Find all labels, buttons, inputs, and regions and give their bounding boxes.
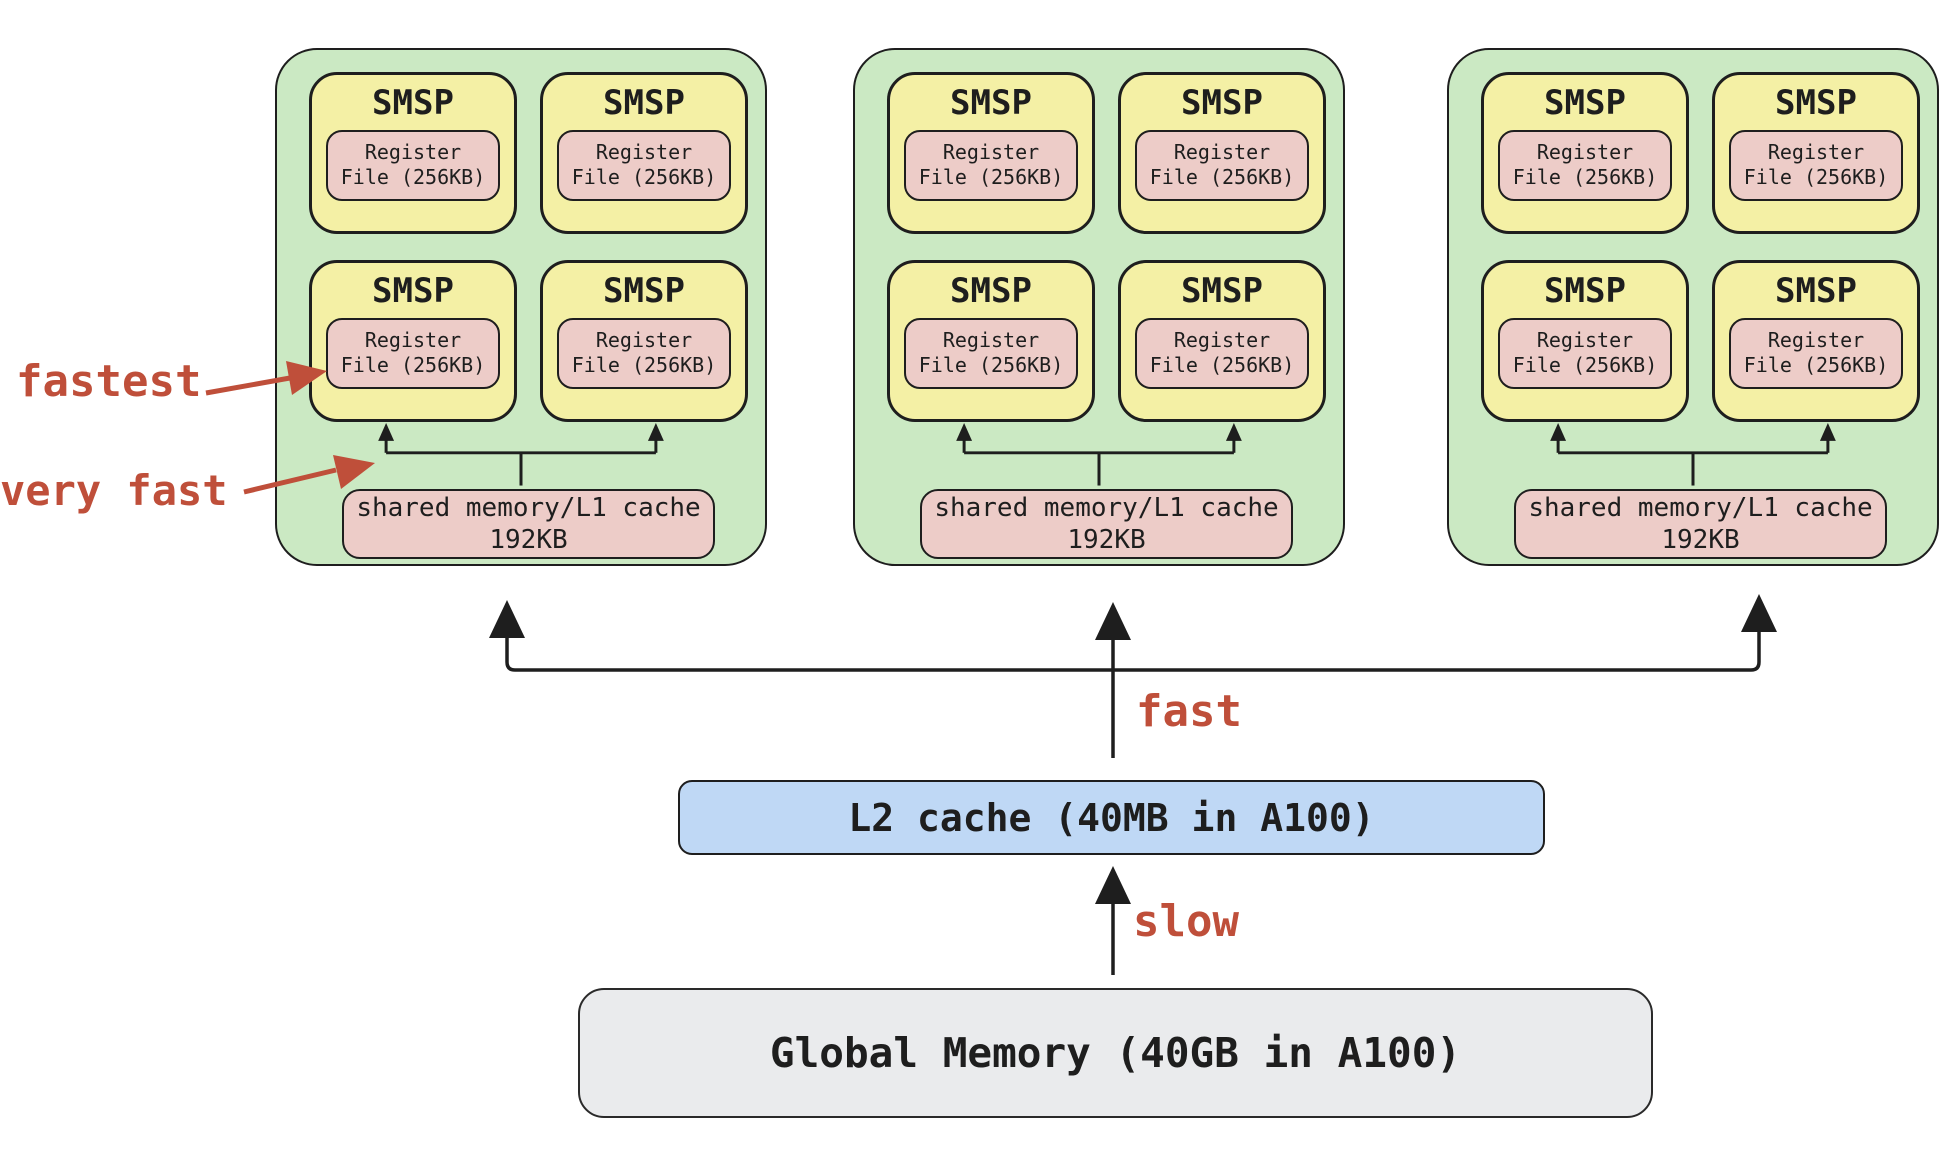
shared-memory-line2: 192KB (1067, 525, 1146, 555)
shared-memory-box: shared memory/L1 cache 192KB (920, 489, 1293, 559)
up-arrowhead-icon (1225, 423, 1242, 441)
shared-memory-line1: shared memory/L1 cache (934, 492, 1279, 523)
smsp-block: SMSP Register File (256KB) (1481, 72, 1689, 234)
register-file-box: Register File (256KB) (1135, 129, 1309, 201)
register-file-line1: Register (1767, 139, 1865, 164)
smsp-block: SMSP Register File (256KB) (887, 260, 1095, 422)
register-file-box: Register File (256KB) (326, 129, 500, 201)
smsp-block: SMSP Register File (256KB) (309, 72, 517, 234)
register-file-line2: File (256KB) (1512, 165, 1658, 190)
smsp-label: SMSP (372, 271, 454, 311)
smsp-block: SMSP Register File (256KB) (1118, 260, 1326, 422)
register-file-box: Register File (256KB) (1729, 129, 1903, 201)
register-file-line2: File (256KB) (918, 165, 1064, 190)
register-file-box: Register File (256KB) (1498, 129, 1672, 201)
smsp-label: SMSP (950, 83, 1032, 123)
register-file-line1: Register (1536, 327, 1634, 352)
shared-memory-line1: shared memory/L1 cache (1528, 492, 1873, 523)
sm-block: SMSP Register File (256KB) SMSP Register… (1447, 48, 1939, 566)
register-file-box: Register File (256KB) (557, 317, 731, 389)
shared-memory-box: shared memory/L1 cache 192KB (342, 489, 715, 559)
smsp-block: SMSP Register File (256KB) (540, 72, 748, 234)
annotation-very-fast: very fast (0, 466, 228, 515)
register-file-line1: Register (942, 139, 1040, 164)
smsp-block: SMSP Register File (256KB) (540, 260, 748, 422)
register-file-line2: File (256KB) (571, 165, 717, 190)
smsp-block: SMSP Register File (256KB) (1712, 72, 1920, 234)
smsp-label: SMSP (603, 83, 685, 123)
shared-memory-line1: shared memory/L1 cache (356, 492, 701, 523)
register-file-line2: File (256KB) (1743, 353, 1889, 378)
sm-block: SMSP Register File (256KB) SMSP Register… (275, 48, 767, 566)
smsp-block: SMSP Register File (256KB) (309, 260, 517, 422)
smsp-label: SMSP (950, 271, 1032, 311)
register-file-line2: File (256KB) (571, 353, 717, 378)
shared-memory-line2: 192KB (1661, 525, 1740, 555)
smsp-label: SMSP (1544, 271, 1626, 311)
register-file-box: Register File (256KB) (1135, 317, 1309, 389)
register-file-box: Register File (256KB) (1729, 317, 1903, 389)
register-file-line2: File (256KB) (1512, 353, 1658, 378)
up-arrowhead-icon (1819, 423, 1836, 441)
smsp-label: SMSP (372, 83, 454, 123)
register-file-line2: File (256KB) (340, 165, 486, 190)
register-file-line1: Register (595, 327, 693, 352)
smsp-block: SMSP Register File (256KB) (1712, 260, 1920, 422)
annotation-fast: fast (1136, 686, 1242, 737)
register-file-box: Register File (256KB) (1498, 317, 1672, 389)
register-file-line2: File (256KB) (1743, 165, 1889, 190)
up-arrowhead-icon (647, 423, 664, 441)
register-file-box: Register File (256KB) (557, 129, 731, 201)
register-file-box: Register File (256KB) (904, 317, 1078, 389)
register-file-line1: Register (1767, 327, 1865, 352)
shared-memory-box: shared memory/L1 cache 192KB (1514, 489, 1887, 559)
annotation-slow: slow (1133, 896, 1239, 947)
smsp-block: SMSP Register File (256KB) (1481, 260, 1689, 422)
register-file-line2: File (256KB) (1149, 353, 1295, 378)
smsp-block: SMSP Register File (256KB) (1118, 72, 1326, 234)
shared-memory-line2: 192KB (489, 525, 568, 555)
register-file-line1: Register (595, 139, 693, 164)
l2-cache-label: L2 cache (40MB in A100) (848, 795, 1375, 840)
smsp-label: SMSP (1181, 83, 1263, 123)
smsp-block: SMSP Register File (256KB) (887, 72, 1095, 234)
smsp-label: SMSP (1544, 83, 1626, 123)
register-file-line1: Register (1173, 327, 1271, 352)
register-file-box: Register File (256KB) (904, 129, 1078, 201)
up-arrowhead-icon (1550, 423, 1567, 441)
up-arrowhead-icon (956, 423, 973, 441)
register-file-line1: Register (1173, 139, 1271, 164)
smsp-label: SMSP (1775, 271, 1857, 311)
smsp-label: SMSP (603, 271, 685, 311)
register-file-box: Register File (256KB) (326, 317, 500, 389)
register-file-line1: Register (364, 327, 462, 352)
smsp-label: SMSP (1181, 271, 1263, 311)
register-file-line2: File (256KB) (1149, 165, 1295, 190)
register-file-line2: File (256KB) (918, 353, 1064, 378)
register-file-line1: Register (364, 139, 462, 164)
smsp-label: SMSP (1775, 83, 1857, 123)
up-arrowhead-icon (378, 423, 395, 441)
annotation-fastest: fastest (16, 356, 202, 407)
global-memory-box: Global Memory (40GB in A100) (578, 988, 1653, 1118)
register-file-line2: File (256KB) (340, 353, 486, 378)
register-file-line1: Register (1536, 139, 1634, 164)
l2-cache-box: L2 cache (40MB in A100) (678, 780, 1545, 855)
sm-block: SMSP Register File (256KB) SMSP Register… (853, 48, 1345, 566)
register-file-line1: Register (942, 327, 1040, 352)
global-memory-label: Global Memory (40GB in A100) (769, 1029, 1462, 1077)
